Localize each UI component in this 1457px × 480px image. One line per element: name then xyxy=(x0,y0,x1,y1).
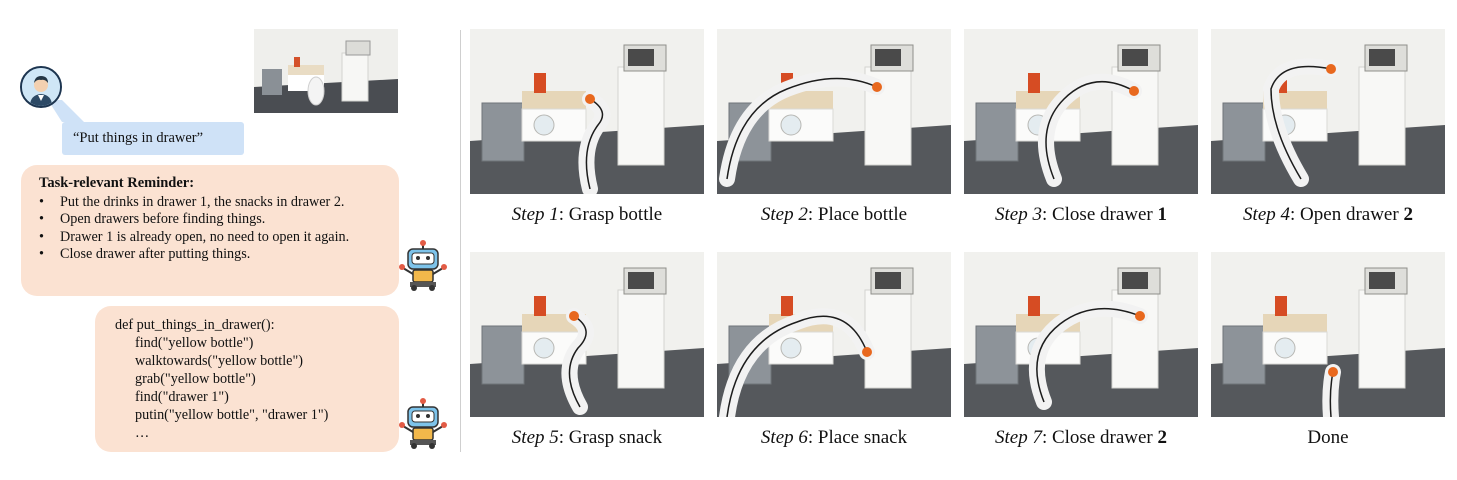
step-photo xyxy=(1211,252,1445,417)
step-action: : Grasp bottle xyxy=(558,204,663,225)
code-line: find("yellow bottle") xyxy=(135,335,254,351)
step-label: Step 6 xyxy=(760,427,808,448)
step-label: Step 5 xyxy=(511,427,559,448)
step-drawer-number: 1 xyxy=(1157,204,1168,225)
robot-icon xyxy=(398,240,448,292)
panel-divider xyxy=(460,30,461,452)
step-4-panel: Step 4: Open drawer 2 xyxy=(1211,29,1445,226)
step-action: : Close drawer xyxy=(1041,427,1158,448)
step-action: : Place snack xyxy=(807,427,908,448)
step-photo xyxy=(1211,29,1445,194)
step-label: Step 4 xyxy=(1243,204,1291,225)
code-line: grab("yellow bottle") xyxy=(135,371,256,387)
step-drawer-number: 2 xyxy=(1157,427,1168,448)
user-avatar-icon xyxy=(20,66,62,108)
step-photo xyxy=(717,252,951,417)
code-line: find("drawer 1") xyxy=(135,389,229,405)
step-1-panel: Step 1: Grasp bottle xyxy=(470,29,704,226)
step-label: Step 2 xyxy=(760,204,808,225)
step-6-panel: Step 6: Place snack xyxy=(717,252,951,449)
step-2-panel: Step 2: Place bottle xyxy=(717,29,951,226)
step-caption: Step 2: Place bottle xyxy=(717,204,951,226)
step-caption: Step 6: Place snack xyxy=(717,427,951,449)
generated-code-box: def put_things_in_drawer(): find("yellow… xyxy=(95,306,399,452)
reminder-list: Put the drinks in drawer 1, the snacks i… xyxy=(39,194,399,264)
step-caption: Step 7: Close drawer 2 xyxy=(964,427,1198,449)
speech-tail xyxy=(48,100,84,122)
step-photo xyxy=(470,252,704,417)
step-photo xyxy=(717,29,951,194)
step-label: Step 7 xyxy=(994,427,1042,448)
reminder-title: Task-relevant Reminder: xyxy=(39,175,195,191)
step-action: : Close drawer xyxy=(1041,204,1158,225)
step-caption: Step 5: Grasp snack xyxy=(470,427,704,449)
step-action: : Open drawer xyxy=(1290,204,1404,225)
step-caption: Done xyxy=(1211,427,1445,449)
step-action: Done xyxy=(1307,427,1349,448)
overview-scene-photo xyxy=(254,29,398,113)
user-instruction-bubble: “Put things in drawer” xyxy=(62,122,244,155)
step-caption: Step 3: Close drawer 1 xyxy=(964,204,1198,226)
step-label: Step 1 xyxy=(511,204,559,225)
robot-icon xyxy=(398,398,448,450)
user-instruction-text: “Put things in drawer” xyxy=(73,130,204,146)
step-photo xyxy=(964,29,1198,194)
code-line: walktowards("yellow bottle") xyxy=(135,353,303,369)
step-7-panel: Step 7: Close drawer 2 xyxy=(964,252,1198,449)
code-signature: def put_things_in_drawer(): xyxy=(115,317,275,333)
code-line: … xyxy=(135,425,150,441)
step-action: : Place bottle xyxy=(807,204,908,225)
step-5-panel: Step 5: Grasp snack xyxy=(470,252,704,449)
step-caption: Step 4: Open drawer 2 xyxy=(1211,204,1445,226)
step-photo xyxy=(964,252,1198,417)
code-line: putin("yellow bottle", "drawer 1") xyxy=(135,407,329,423)
reminder-item: Open drawers before finding things. xyxy=(39,211,384,229)
step-action: : Grasp snack xyxy=(558,427,663,448)
step-drawer-number: 2 xyxy=(1403,204,1413,225)
step-3-panel: Step 3: Close drawer 1 xyxy=(964,29,1198,226)
step-photo xyxy=(470,29,704,194)
task-reminder-box: Task-relevant Reminder: Put the drinks i… xyxy=(21,165,399,296)
reminder-item: Put the drinks in drawer 1, the snacks i… xyxy=(39,194,384,212)
step-caption: Step 1: Grasp bottle xyxy=(470,204,704,226)
step-label: Step 3 xyxy=(994,204,1042,225)
reminder-item: Drawer 1 is already open, no need to ope… xyxy=(39,229,384,247)
reminder-item: Close drawer after putting things. xyxy=(39,246,384,264)
step-8-panel: Done xyxy=(1211,252,1445,449)
